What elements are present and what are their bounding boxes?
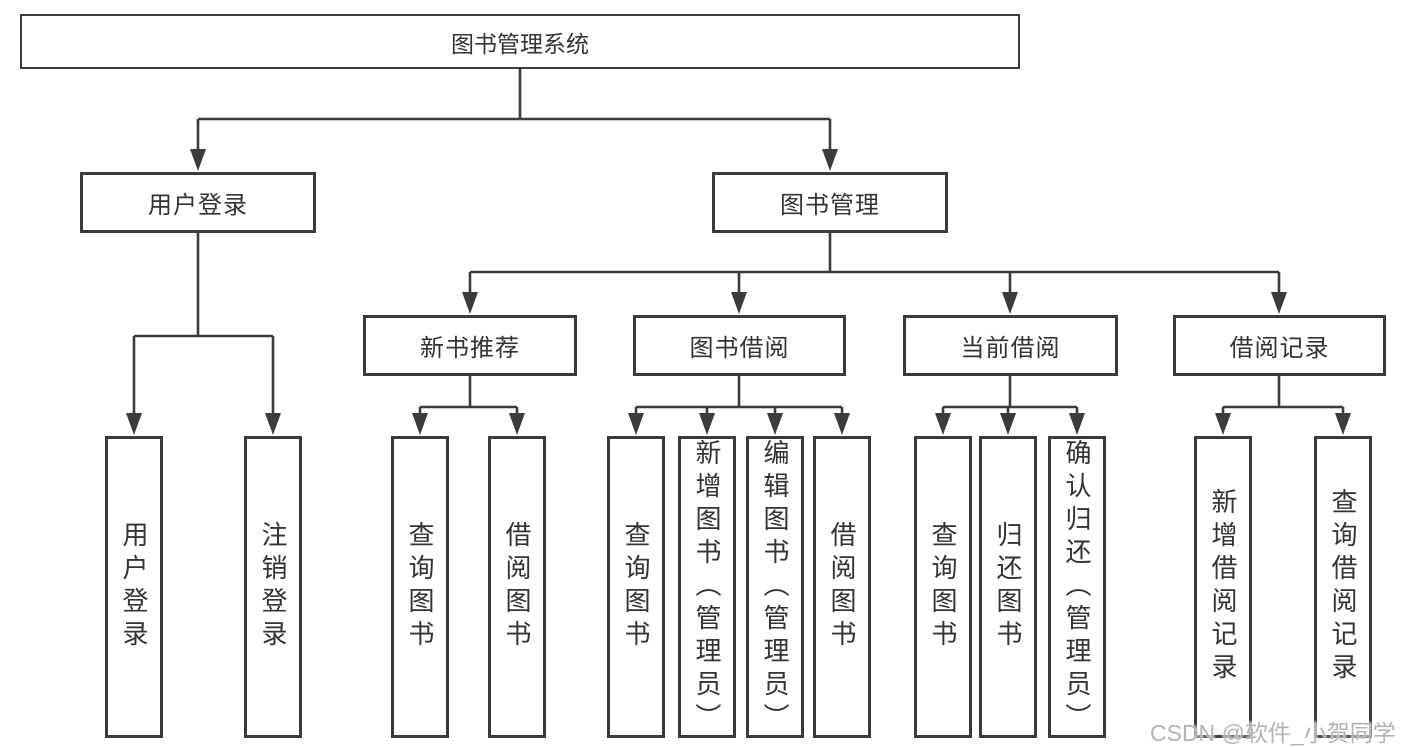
leaf-current-query-books-label: 查询图书 [928,521,958,653]
leaf-return-books-label: 归还图书 [993,521,1023,653]
leaf-newbook-query-books-label: 查询图书 [405,521,435,653]
leaf-user-login: 用户登录 [105,436,163,738]
leaf-borrow-books-label: 借阅图书 [827,521,857,653]
node-current-borrow: 当前借阅 [903,315,1118,376]
leaf-add-books-admin: 新增图书（管理员） [678,436,736,738]
leaf-add-books-admin-label: 新增图书（管理员） [692,438,722,736]
node-library-system: 图书管理系统 [20,14,1020,69]
leaf-confirm-return-admin-label: 确认归还（管理员） [1062,438,1092,736]
node-current-borrow-label: 当前借阅 [960,335,1061,362]
node-book-management-label: 图书管理 [780,192,880,219]
leaf-borrow-query-books-label: 查询图书 [621,521,651,653]
leaf-current-query-books: 查询图书 [914,436,972,738]
leaf-query-borrow-record-label: 查询借阅记录 [1328,488,1358,686]
leaf-confirm-return-admin: 确认归还（管理员） [1048,436,1106,738]
node-new-book-recommend-label: 新书推荐 [420,335,520,362]
node-book-management: 图书管理 [712,172,948,233]
node-library-system-label: 图书管理系统 [451,30,589,57]
leaf-newbook-query-books: 查询图书 [391,436,449,738]
leaf-newbook-borrow-books: 借阅图书 [488,436,546,738]
node-borrow-record-label: 借阅记录 [1229,335,1330,362]
node-borrow-record: 借阅记录 [1173,315,1386,376]
leaf-query-borrow-record: 查询借阅记录 [1314,436,1372,738]
node-book-borrow: 图书借阅 [633,315,846,376]
leaf-logout: 注销登录 [244,436,302,738]
leaf-newbook-borrow-books-label: 借阅图书 [502,521,532,653]
leaf-borrow-books: 借阅图书 [813,436,871,738]
leaf-edit-books-admin: 编辑图书（管理员） [746,436,804,738]
leaf-logout-label: 注销登录 [258,521,288,653]
node-book-borrow-label: 图书借阅 [689,335,790,362]
leaf-return-books: 归还图书 [979,436,1037,738]
leaf-edit-books-admin-label: 编辑图书（管理员） [760,438,790,736]
csdn-watermark: CSDN @软件_小贺同学 [1150,720,1396,746]
leaf-borrow-query-books: 查询图书 [607,436,665,738]
node-new-book-recommend: 新书推荐 [363,315,577,376]
leaf-add-borrow-record-label: 新增借阅记录 [1208,488,1238,686]
node-user-login-label: 用户登录 [148,192,248,219]
leaf-user-login-label: 用户登录 [119,521,149,653]
node-user-login: 用户登录 [80,172,316,233]
leaf-add-borrow-record: 新增借阅记录 [1194,436,1252,738]
